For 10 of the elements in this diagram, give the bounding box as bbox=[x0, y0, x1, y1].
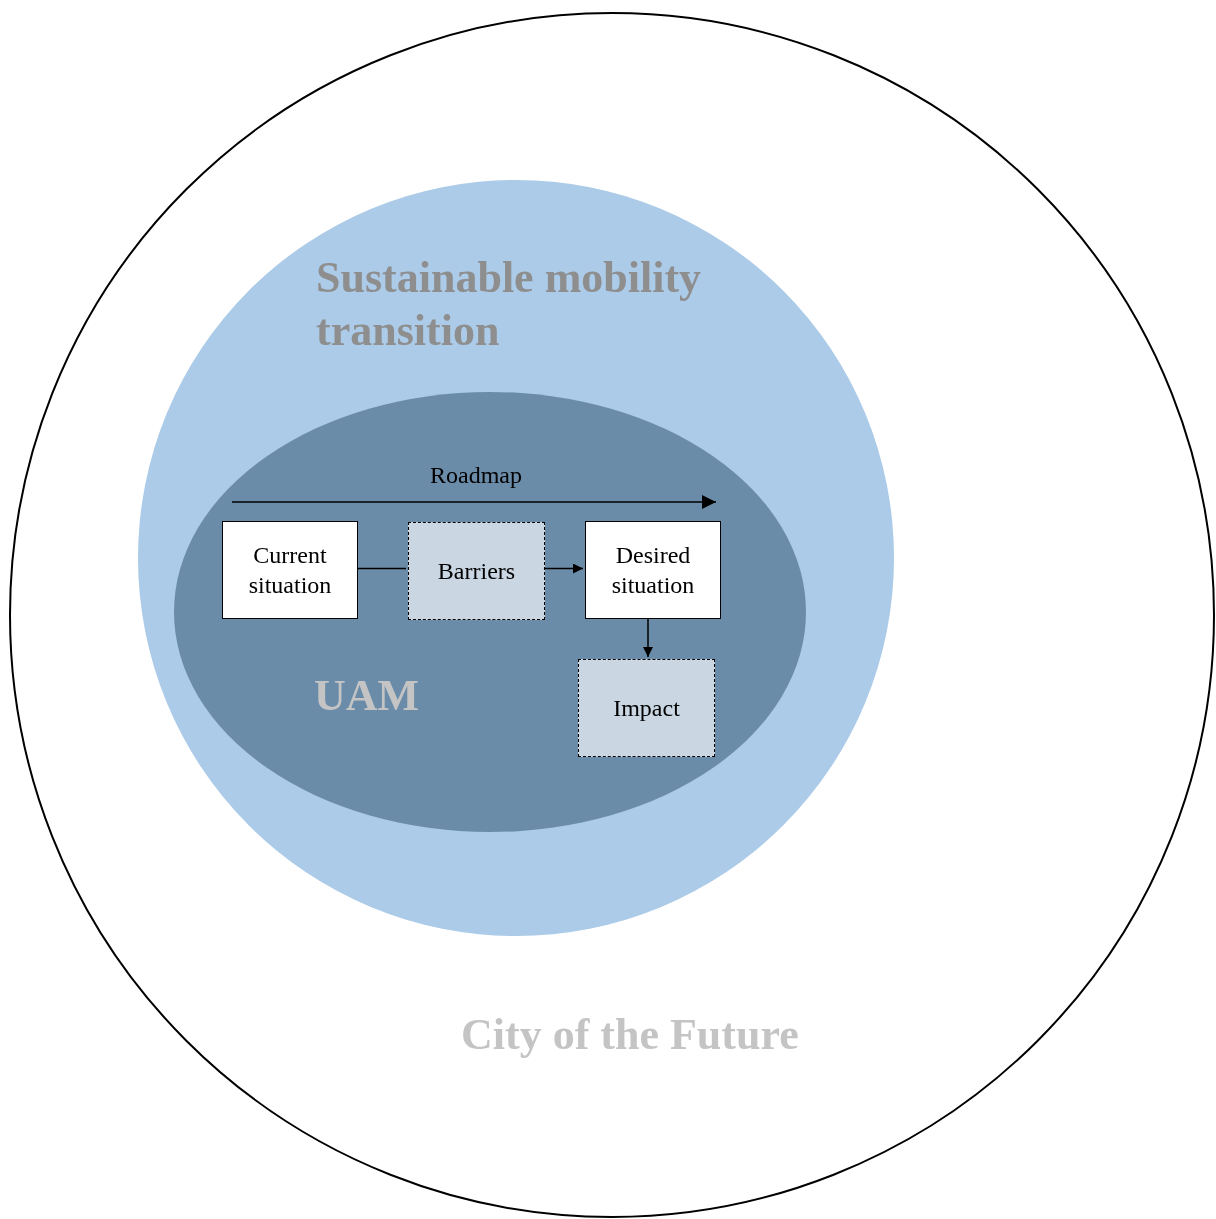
barrier-box: Barriers bbox=[408, 522, 545, 620]
impact-box: Impact bbox=[578, 659, 715, 757]
process-box: Desired situation bbox=[585, 521, 721, 619]
arrow bbox=[643, 616, 653, 658]
group-title: Sustainable mobility transition bbox=[316, 252, 703, 357]
group-title: UAM bbox=[314, 670, 421, 722]
process-box: Current situation bbox=[222, 521, 358, 619]
group-title: City of the Future bbox=[461, 1009, 800, 1061]
arrow bbox=[542, 563, 584, 574]
arrow-label: Roadmap bbox=[430, 462, 522, 489]
